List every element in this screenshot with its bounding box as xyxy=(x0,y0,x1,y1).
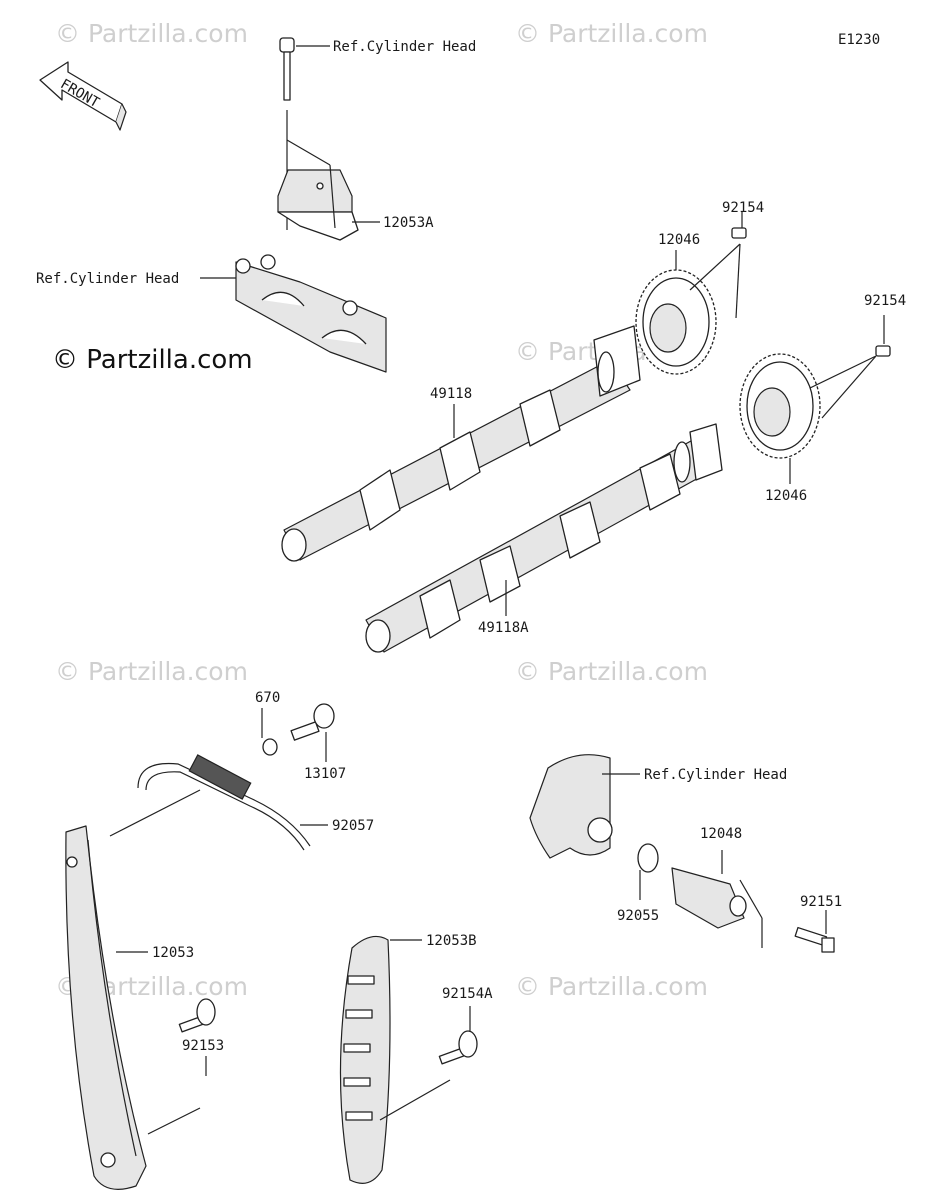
watermark: © Partzilla.com xyxy=(515,657,708,686)
watermark: © Partzilla.com xyxy=(515,972,708,1001)
cam-chain-icon xyxy=(109,754,311,851)
label-12053A: 12053A xyxy=(383,215,434,231)
cylinder-head-section-icon xyxy=(529,754,613,859)
label-ref-cylinder-head-top: Ref.Cylinder Head xyxy=(333,39,476,55)
label-92154A: 92154A xyxy=(442,986,493,1002)
washer-icon xyxy=(262,738,278,756)
watermark: © Partzilla.com xyxy=(515,19,708,48)
label-92153: 92153 xyxy=(182,1038,224,1054)
partzilla-logo: © Partzilla.com xyxy=(52,345,253,375)
guide-bolt-icon xyxy=(147,998,216,1135)
sprocket-bolt-icon xyxy=(809,345,891,419)
front-arrow-icon: FRONT xyxy=(39,61,127,131)
label-12046-lower: 12046 xyxy=(765,488,807,504)
chain-guide-upper-icon xyxy=(277,139,359,241)
watermark: © Partzilla.com xyxy=(55,19,248,48)
label-670: 670 xyxy=(255,690,280,706)
chain-tensioner-icon xyxy=(671,867,763,948)
label-92154-lower: 92154 xyxy=(864,293,906,309)
chain-guide-front-icon xyxy=(65,825,147,1190)
label-12046-upper: 12046 xyxy=(658,232,700,248)
label-92154-upper: 92154 xyxy=(722,200,764,216)
cap-bolt-icon xyxy=(279,37,295,230)
label-92057: 92057 xyxy=(332,818,374,834)
label-13107: 13107 xyxy=(304,766,346,782)
label-49118: 49118 xyxy=(430,386,472,402)
o-ring-icon xyxy=(637,843,659,873)
guide-bolt-icon xyxy=(379,1030,478,1121)
diagram-code: E1230 xyxy=(838,32,880,48)
camshaft-sprocket-icon xyxy=(739,353,821,459)
pivot-pin-icon xyxy=(290,703,335,741)
intake-camshaft-icon xyxy=(281,325,641,562)
label-92055: 92055 xyxy=(617,908,659,924)
watermark: © Partzilla.com xyxy=(55,657,248,686)
label-12048: 12048 xyxy=(700,826,742,842)
label-ref-cylinder-head-right: Ref.Cylinder Head xyxy=(644,767,787,783)
label-ref-cylinder-head-left: Ref.Cylinder Head xyxy=(36,271,179,287)
exhaust-camshaft-icon xyxy=(365,423,723,653)
watermarks: © Partzilla.com © Partzilla.com © Partzi… xyxy=(55,19,708,1001)
camshaft-holder-icon xyxy=(235,254,387,373)
label-49118A: 49118A xyxy=(478,620,529,636)
label-92151: 92151 xyxy=(800,894,842,910)
sprocket-bolt-icon xyxy=(689,227,747,319)
label-12053: 12053 xyxy=(152,945,194,961)
label-12053B: 12053B xyxy=(426,933,477,949)
chain-guide-rear-icon xyxy=(339,935,391,1184)
tensioner-bolt-icon xyxy=(794,926,835,953)
camshaft-sprocket-icon xyxy=(635,269,717,375)
